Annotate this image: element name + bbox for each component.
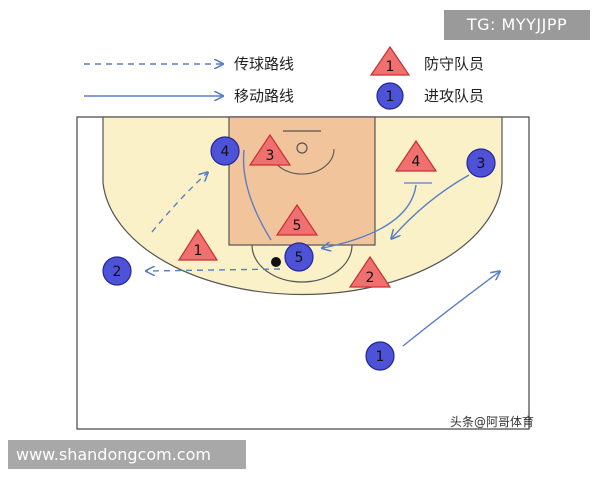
legend-attacker-icon	[376, 82, 404, 110]
legend-attacker-icon-label: 1	[386, 89, 395, 105]
svg-text:3: 3	[266, 148, 275, 164]
svg-text:5: 5	[293, 218, 302, 234]
attacker-1: 1	[365, 341, 395, 371]
legend-defender-icon-label: 1	[386, 59, 395, 75]
attacker-3: 3	[466, 148, 496, 178]
attackers: 4 3 5 2 1	[102, 136, 496, 371]
site-watermark: www.shandongcom.com	[8, 440, 246, 469]
tg-watermark: TG: MYYJJPP	[444, 10, 590, 40]
move-route-3	[392, 174, 470, 238]
defender-5: 5	[275, 203, 319, 236]
attacker-5: 5	[284, 242, 314, 272]
legend-attacker-label: 进攻队员	[424, 87, 484, 105]
legend-move-label: 移动路线	[234, 87, 294, 105]
move-route-4-screen	[323, 184, 417, 248]
legend-pass-label: 传球路线	[234, 55, 294, 73]
legend-defender-icon	[369, 45, 411, 76]
free-throw-circle	[251, 244, 353, 283]
svg-text:4: 4	[412, 154, 421, 170]
defenders: 3 4 5 1 2	[177, 133, 438, 288]
defender-2: 2	[348, 255, 392, 288]
svg-text:2: 2	[366, 270, 375, 286]
svg-text:1: 1	[376, 349, 385, 365]
routes	[147, 149, 499, 347]
pass-route-5-to-2	[147, 269, 281, 271]
svg-text:2: 2	[113, 264, 122, 280]
svg-text:5: 5	[295, 250, 304, 266]
defender-3: 3	[248, 133, 292, 166]
defender-4: 4	[394, 139, 438, 172]
attacker-2: 2	[102, 256, 132, 286]
svg-text:3: 3	[477, 156, 486, 172]
legend: 传球路线 移动路线 1 防守队员 1 进攻队员	[84, 45, 484, 110]
svg-text:1: 1	[194, 243, 203, 259]
half-court	[76, 116, 530, 430]
svg-text:4: 4	[221, 144, 230, 160]
defender-1: 1	[177, 228, 219, 261]
credit-watermark: 头条@阿哥体育	[450, 415, 535, 429]
move-route-4-cut	[242, 149, 272, 241]
hoop	[296, 142, 308, 154]
attacker-4: 4	[210, 136, 240, 166]
ball-icon	[271, 257, 281, 267]
move-route-1	[402, 272, 499, 347]
legend-defender-label: 防守队员	[424, 55, 484, 73]
